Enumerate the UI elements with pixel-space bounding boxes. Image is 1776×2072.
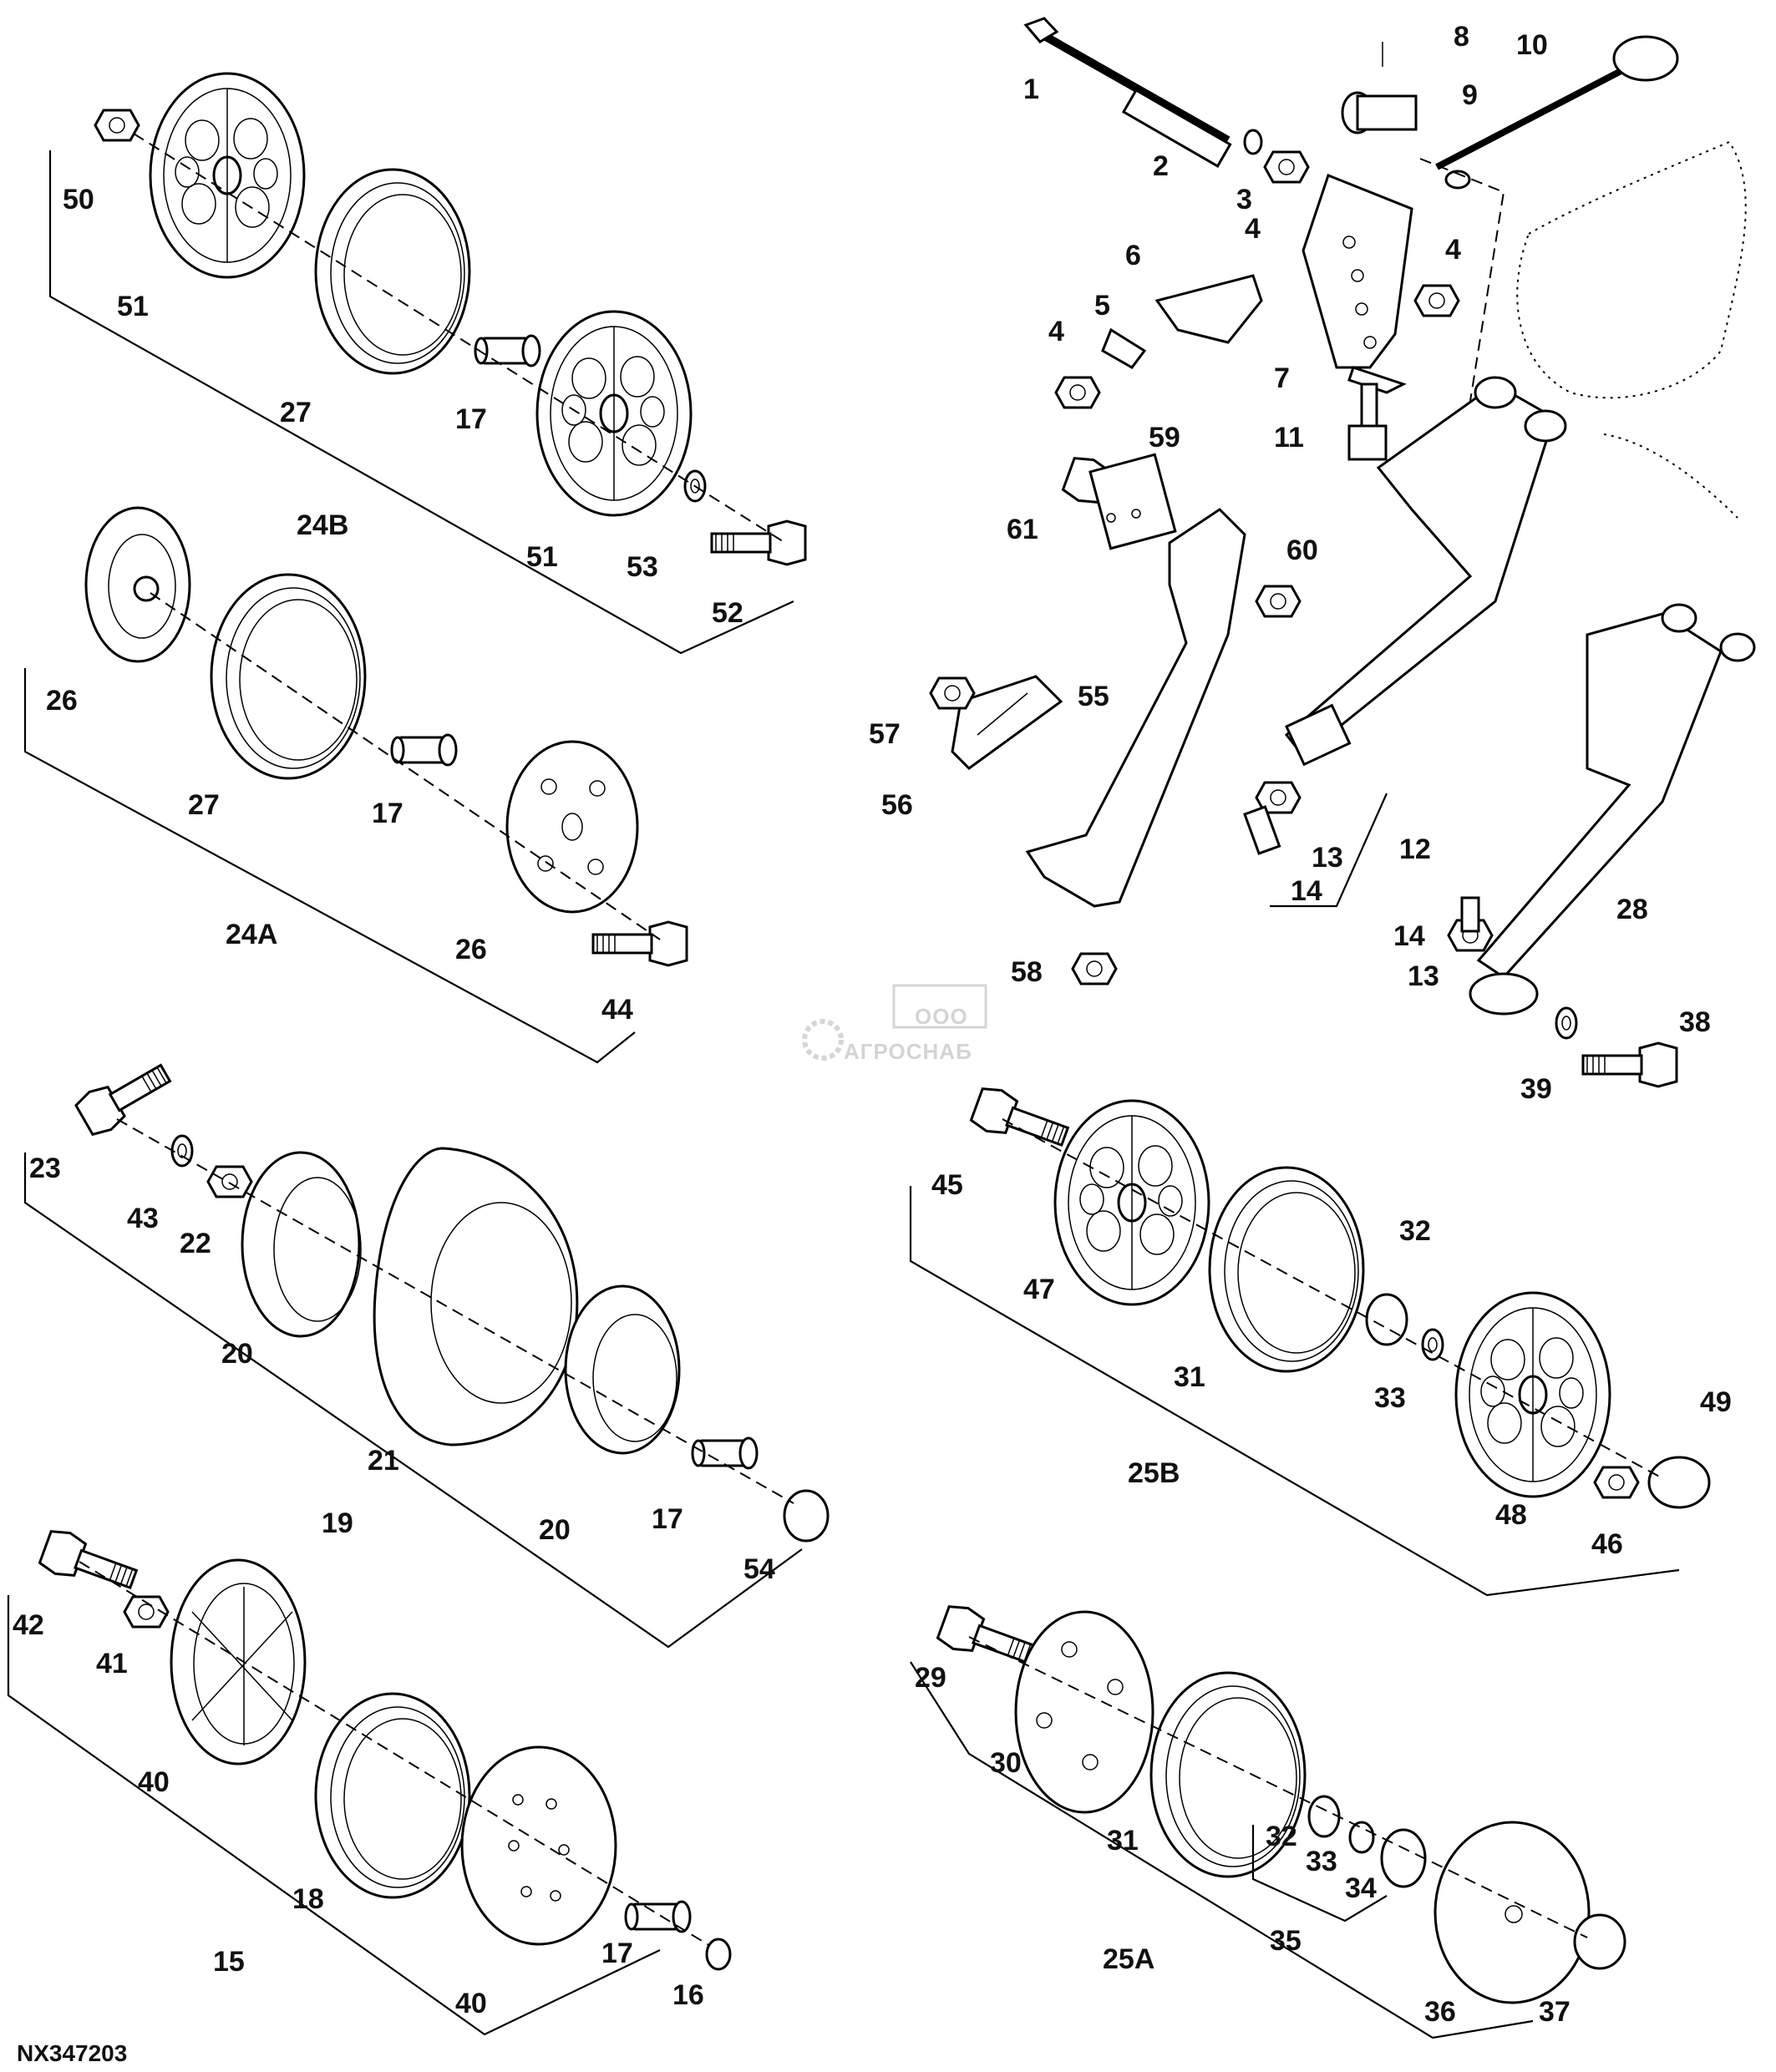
callout-labels: 1 2 3 4 4 4 5 6 7 8 9 10 11 12 13 13 14 …	[13, 21, 1732, 2028]
assembly-15	[7, 1525, 732, 2036]
callout-28: 28	[1616, 894, 1648, 925]
watermark-name: АГРОСНАБ	[844, 1039, 972, 1064]
callout-40-left: 40	[138, 1766, 170, 1798]
callout-38: 38	[1679, 1006, 1711, 1038]
callout-48: 48	[1495, 1499, 1527, 1531]
callout-60: 60	[1286, 534, 1318, 566]
callout-2: 2	[1153, 150, 1169, 182]
callout-45: 45	[931, 1169, 963, 1201]
callout-51-left: 51	[117, 291, 149, 322]
callout-23: 23	[29, 1153, 61, 1184]
bracket-assembly	[929, 452, 1302, 985]
callout-61: 61	[1007, 514, 1038, 545]
callout-27-24b: 27	[280, 397, 312, 428]
callout-7: 7	[1274, 362, 1290, 394]
callout-32-25b: 32	[1399, 1215, 1431, 1247]
callout-13-lower: 13	[1408, 960, 1439, 992]
callout-35: 35	[1270, 1925, 1302, 1957]
callout-39: 39	[1520, 1073, 1552, 1105]
callout-6: 6	[1125, 240, 1141, 271]
callout-31-25a: 31	[1107, 1825, 1139, 1857]
callout-57: 57	[869, 718, 901, 750]
callout-3: 3	[1236, 184, 1252, 215]
callout-17-15: 17	[601, 1938, 633, 1969]
assembly-19	[23, 1052, 830, 1649]
callout-14-upper: 14	[1291, 875, 1322, 907]
callout-26-right: 26	[455, 934, 487, 965]
callout-40-right: 40	[455, 1988, 487, 2019]
callout-49: 49	[1700, 1386, 1732, 1418]
watermark-prefix: ООО	[915, 1004, 968, 1029]
callout-4-top: 4	[1245, 213, 1261, 245]
figure-reference: NX347203	[17, 2040, 127, 2066]
callout-12: 12	[1399, 833, 1431, 865]
callout-41: 41	[96, 1648, 128, 1679]
callout-52: 52	[712, 597, 743, 629]
callout-54: 54	[743, 1553, 775, 1585]
callout-17-24a: 17	[372, 798, 403, 829]
callout-30: 30	[990, 1747, 1022, 1779]
callout-24a: 24A	[226, 919, 277, 950]
callout-4-left: 4	[1048, 316, 1064, 347]
callout-17-24b: 17	[455, 403, 487, 435]
callout-34: 34	[1345, 1872, 1377, 1904]
callout-50: 50	[63, 184, 94, 215]
callout-22: 22	[180, 1228, 211, 1259]
callout-29: 29	[915, 1662, 946, 1694]
callout-46: 46	[1591, 1528, 1623, 1560]
callout-27-24a: 27	[188, 789, 220, 821]
callout-17-19: 17	[652, 1503, 683, 1535]
callout-20-right: 20	[539, 1514, 571, 1546]
assembly-24b	[48, 72, 807, 655]
callout-21: 21	[368, 1445, 399, 1477]
callout-58: 58	[1011, 956, 1043, 988]
callout-43: 43	[127, 1203, 159, 1234]
linkage-assembly	[1023, 17, 1756, 1088]
callout-15: 15	[213, 1946, 245, 1978]
callout-19: 19	[322, 1507, 353, 1539]
callout-10: 10	[1516, 29, 1548, 61]
callout-26-left: 26	[46, 685, 78, 717]
callout-56: 56	[881, 789, 913, 821]
callout-13-upper: 13	[1312, 842, 1343, 874]
callout-59: 59	[1149, 422, 1180, 453]
callout-51-right: 51	[526, 541, 558, 573]
callout-9: 9	[1462, 79, 1478, 111]
callout-11: 11	[1274, 422, 1304, 453]
callout-25b: 25B	[1128, 1457, 1180, 1489]
callout-31-25b: 31	[1174, 1361, 1205, 1393]
callout-33-25a: 33	[1306, 1846, 1337, 1877]
callout-1: 1	[1023, 73, 1039, 105]
callout-8: 8	[1454, 21, 1469, 53]
assembly-25b	[909, 1082, 1711, 1597]
assembly-24a	[23, 506, 688, 1064]
watermark-logo: ООО АГРОСНАБ	[802, 984, 987, 1064]
assembly-25a	[910, 1600, 1626, 2039]
callout-42: 42	[13, 1609, 44, 1641]
callout-32-25a: 32	[1266, 1821, 1297, 1852]
callout-33-25b: 33	[1374, 1382, 1406, 1414]
callout-47: 47	[1023, 1274, 1055, 1305]
callout-36: 36	[1424, 1996, 1456, 2028]
callout-18: 18	[292, 1883, 324, 1915]
callout-37: 37	[1539, 1996, 1570, 2028]
callout-25a: 25A	[1103, 1943, 1154, 1975]
callout-20-left: 20	[221, 1338, 253, 1370]
callout-24b: 24B	[297, 509, 348, 541]
callout-14-lower: 14	[1393, 920, 1425, 952]
callout-4-right: 4	[1445, 234, 1461, 266]
callout-55: 55	[1078, 681, 1109, 712]
callout-5: 5	[1094, 290, 1110, 322]
callout-44: 44	[601, 994, 633, 1026]
callout-16: 16	[672, 1979, 704, 2011]
callout-53: 53	[627, 551, 658, 583]
